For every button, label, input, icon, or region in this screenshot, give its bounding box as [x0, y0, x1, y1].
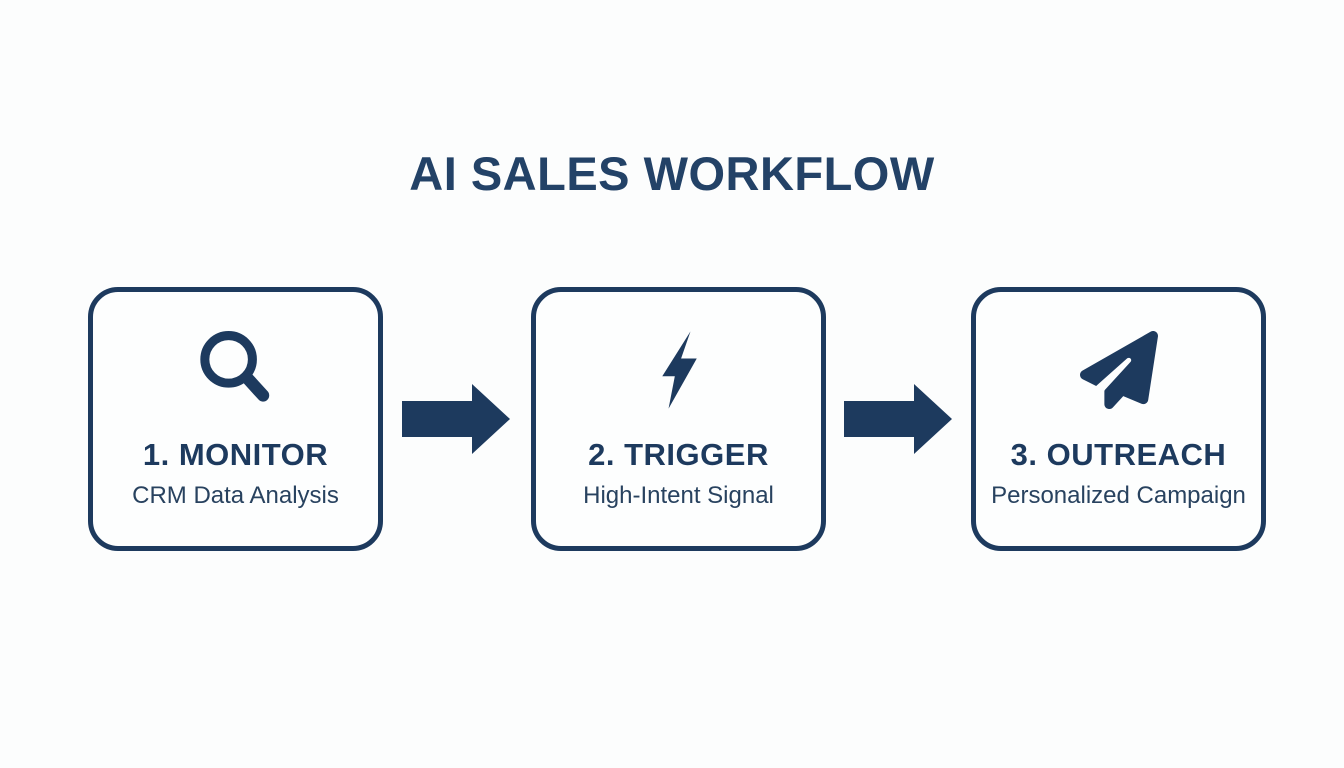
magnifying-glass-icon: [195, 326, 277, 414]
step-label: 1. MONITOR: [142, 437, 329, 472]
step-description: CRM Data Analysis: [132, 482, 339, 509]
step-description: Personalized Campaign: [991, 482, 1246, 509]
arrow-right-icon: [844, 384, 952, 454]
step-box-outreach: 3. OUTREACH Personalized Campaign: [971, 287, 1266, 551]
paper-plane-icon: [1079, 326, 1158, 414]
step-label: 3. OUTREACH: [1010, 437, 1227, 472]
arrow-right-icon: [402, 384, 510, 454]
step-description: High-Intent Signal: [583, 482, 774, 509]
step-label: 2. TRIGGER: [588, 437, 769, 472]
lightning-bolt-icon: [656, 326, 702, 414]
diagram-title: AI SALES WORKFLOW: [409, 147, 935, 200]
step-box-monitor: 1. MONITOR CRM Data Analysis: [88, 287, 383, 551]
step-box-trigger: 2. TRIGGER High-Intent Signal: [531, 287, 826, 551]
